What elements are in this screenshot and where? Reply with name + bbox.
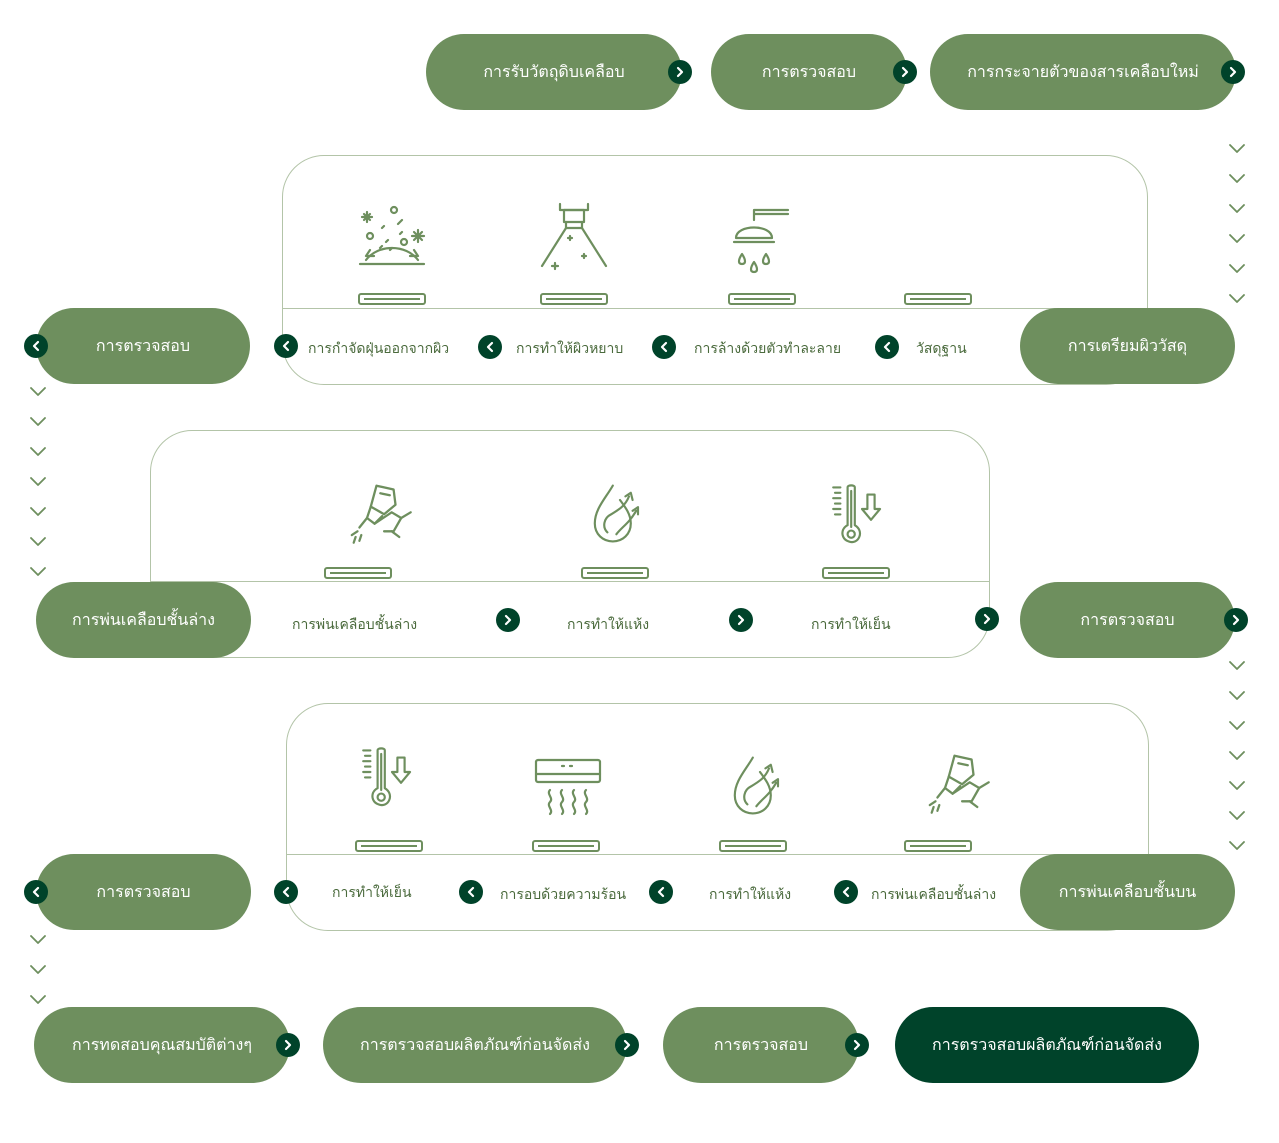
arrow-right-icon	[276, 1033, 300, 1057]
pill-surface-preparation[interactable]: การเตรียมผิววัสดุ	[1020, 308, 1235, 384]
step-label-roughening: การทำให้ผิวหยาบ	[516, 341, 624, 357]
thermometer-cooling-icon	[826, 482, 898, 554]
step-label-undercoat-spray: การพ่นเคลือบชั้นล่าง	[871, 887, 997, 903]
step-label-dust-removal: การกำจัดฝุ่นออกจากผิว	[308, 341, 450, 357]
arrow-left-icon	[274, 880, 298, 904]
down-chevrons-icon	[1229, 661, 1245, 871]
panel-divider	[287, 854, 1148, 855]
step-label-substrate: วัสดุฐาน	[916, 341, 967, 357]
step-bar	[728, 293, 796, 305]
arrow-right-icon	[668, 60, 692, 84]
undercoat-panel	[150, 430, 990, 658]
pill-label: การตรวจสอบ	[1080, 609, 1175, 629]
step-bar	[904, 840, 972, 852]
pill-label: การตรวจสอบ	[761, 61, 857, 81]
arrow-right-icon	[845, 1033, 869, 1057]
step-label-cooling: การทำให้เย็น	[332, 885, 412, 901]
step-label-cooling: การทำให้เย็น	[811, 617, 891, 633]
sandblast-nozzle-icon	[538, 200, 610, 274]
pill-label: การพ่นเคลือบชั้นบน	[1058, 881, 1197, 901]
arrow-left-icon	[24, 880, 48, 904]
pill-topcoat-spray[interactable]: การพ่นเคลือบชั้นบน	[1020, 854, 1235, 930]
arrow-right-icon	[893, 60, 917, 84]
spray-gun-icon	[926, 750, 1002, 826]
topcoat-panel	[286, 703, 1149, 931]
pill-label: การตรวจสอบ	[95, 335, 191, 355]
pill-label: การเตรียมผิววัสดุ	[1067, 335, 1188, 355]
arrow-right-icon	[1224, 608, 1248, 632]
pill-pre-shipment-inspection[interactable]: การตรวจสอบผลิตภัณฑ์ก่อนจัดส่ง	[323, 1007, 627, 1083]
pill-pre-shipment-inspection-final[interactable]: การตรวจสอบผลิตภัณฑ์ก่อนจัดส่ง	[895, 1007, 1199, 1083]
pill-label: การตรวจสอบ	[713, 1034, 809, 1054]
dust-removal-icon	[356, 204, 428, 270]
arrow-left-icon	[652, 335, 676, 359]
step-bar	[358, 293, 426, 305]
step-bar	[822, 567, 890, 579]
thermometer-cooling-icon	[356, 745, 428, 817]
pill-inspection-3[interactable]: การตรวจสอบ	[1020, 582, 1235, 658]
pill-label: การกระจายตัวของสารเคลือบใหม่	[967, 61, 1199, 81]
pill-new-coating-dispersion[interactable]: การกระจายตัวของสารเคลือบใหม่	[930, 34, 1236, 110]
step-bar	[581, 567, 649, 579]
arrow-right-icon	[729, 608, 753, 632]
panel-divider	[151, 581, 989, 582]
step-label-heat-baking: การอบด้วยความร้อน	[500, 887, 627, 903]
shower-icon	[728, 206, 792, 274]
water-drop-evaporation-icon	[584, 482, 656, 554]
arrow-left-icon	[478, 335, 502, 359]
pill-raw-material-receipt[interactable]: การรับวัตถุดิบเคลือบ	[426, 34, 682, 110]
arrow-left-icon	[274, 334, 298, 358]
down-chevrons-icon	[1229, 144, 1245, 324]
pill-property-testing[interactable]: การทดสอบคุณสมบัติต่างๆ	[34, 1007, 290, 1083]
step-label-drying: การทำให้แห้ง	[567, 617, 650, 633]
step-bar	[719, 840, 787, 852]
pill-label: การตรวจสอบผลิตภัณฑ์ก่อนจัดส่ง	[932, 1034, 1162, 1054]
pill-inspection-5[interactable]: การตรวจสอบ	[663, 1007, 859, 1083]
step-label-drying: การทำให้แห้ง	[709, 887, 792, 903]
step-bar	[324, 567, 392, 579]
surface-prep-panel	[282, 155, 1148, 385]
step-bar	[540, 293, 608, 305]
spray-gun-icon	[348, 480, 424, 556]
down-chevrons-icon	[30, 387, 46, 597]
arrow-left-icon	[24, 334, 48, 358]
arrow-left-icon	[834, 880, 858, 904]
down-chevrons-icon	[30, 935, 46, 1025]
pill-inspection-2[interactable]: การตรวจสอบ	[36, 308, 250, 384]
pill-label: การตรวจสอบ	[96, 881, 191, 901]
arrow-left-icon	[649, 880, 673, 904]
pill-inspection-4[interactable]: การตรวจสอบ	[36, 854, 251, 930]
pill-label: การทดสอบคุณสมบัติต่างๆ	[72, 1034, 252, 1054]
pill-label: การรับวัตถุดิบเคลือบ	[483, 61, 625, 81]
step-bar	[904, 293, 972, 305]
pill-label: การตรวจสอบผลิตภัณฑ์ก่อนจัดส่ง	[360, 1034, 590, 1054]
water-drop-evaporation-icon	[724, 754, 796, 826]
arrow-right-icon	[1221, 60, 1245, 84]
arrow-right-icon	[496, 608, 520, 632]
pill-inspection-1[interactable]: การตรวจสอบ	[711, 34, 907, 110]
arrow-left-icon	[875, 335, 899, 359]
step-label-solvent-wash: การล้างด้วยตัวทำละลาย	[694, 341, 842, 357]
arrow-right-icon	[615, 1033, 639, 1057]
step-bar	[532, 840, 600, 852]
step-label-undercoat-spray: การพ่นเคลือบชั้นล่าง	[292, 617, 418, 633]
step-bar	[355, 840, 423, 852]
arrow-left-icon	[459, 880, 483, 904]
pill-undercoat-spray[interactable]: การพ่นเคลือบชั้นล่าง	[36, 582, 251, 658]
pill-label: การพ่นเคลือบชั้นล่าง	[72, 609, 215, 629]
air-heater-icon	[532, 756, 604, 816]
panel-divider	[283, 308, 1147, 309]
arrow-right-icon	[975, 607, 999, 631]
